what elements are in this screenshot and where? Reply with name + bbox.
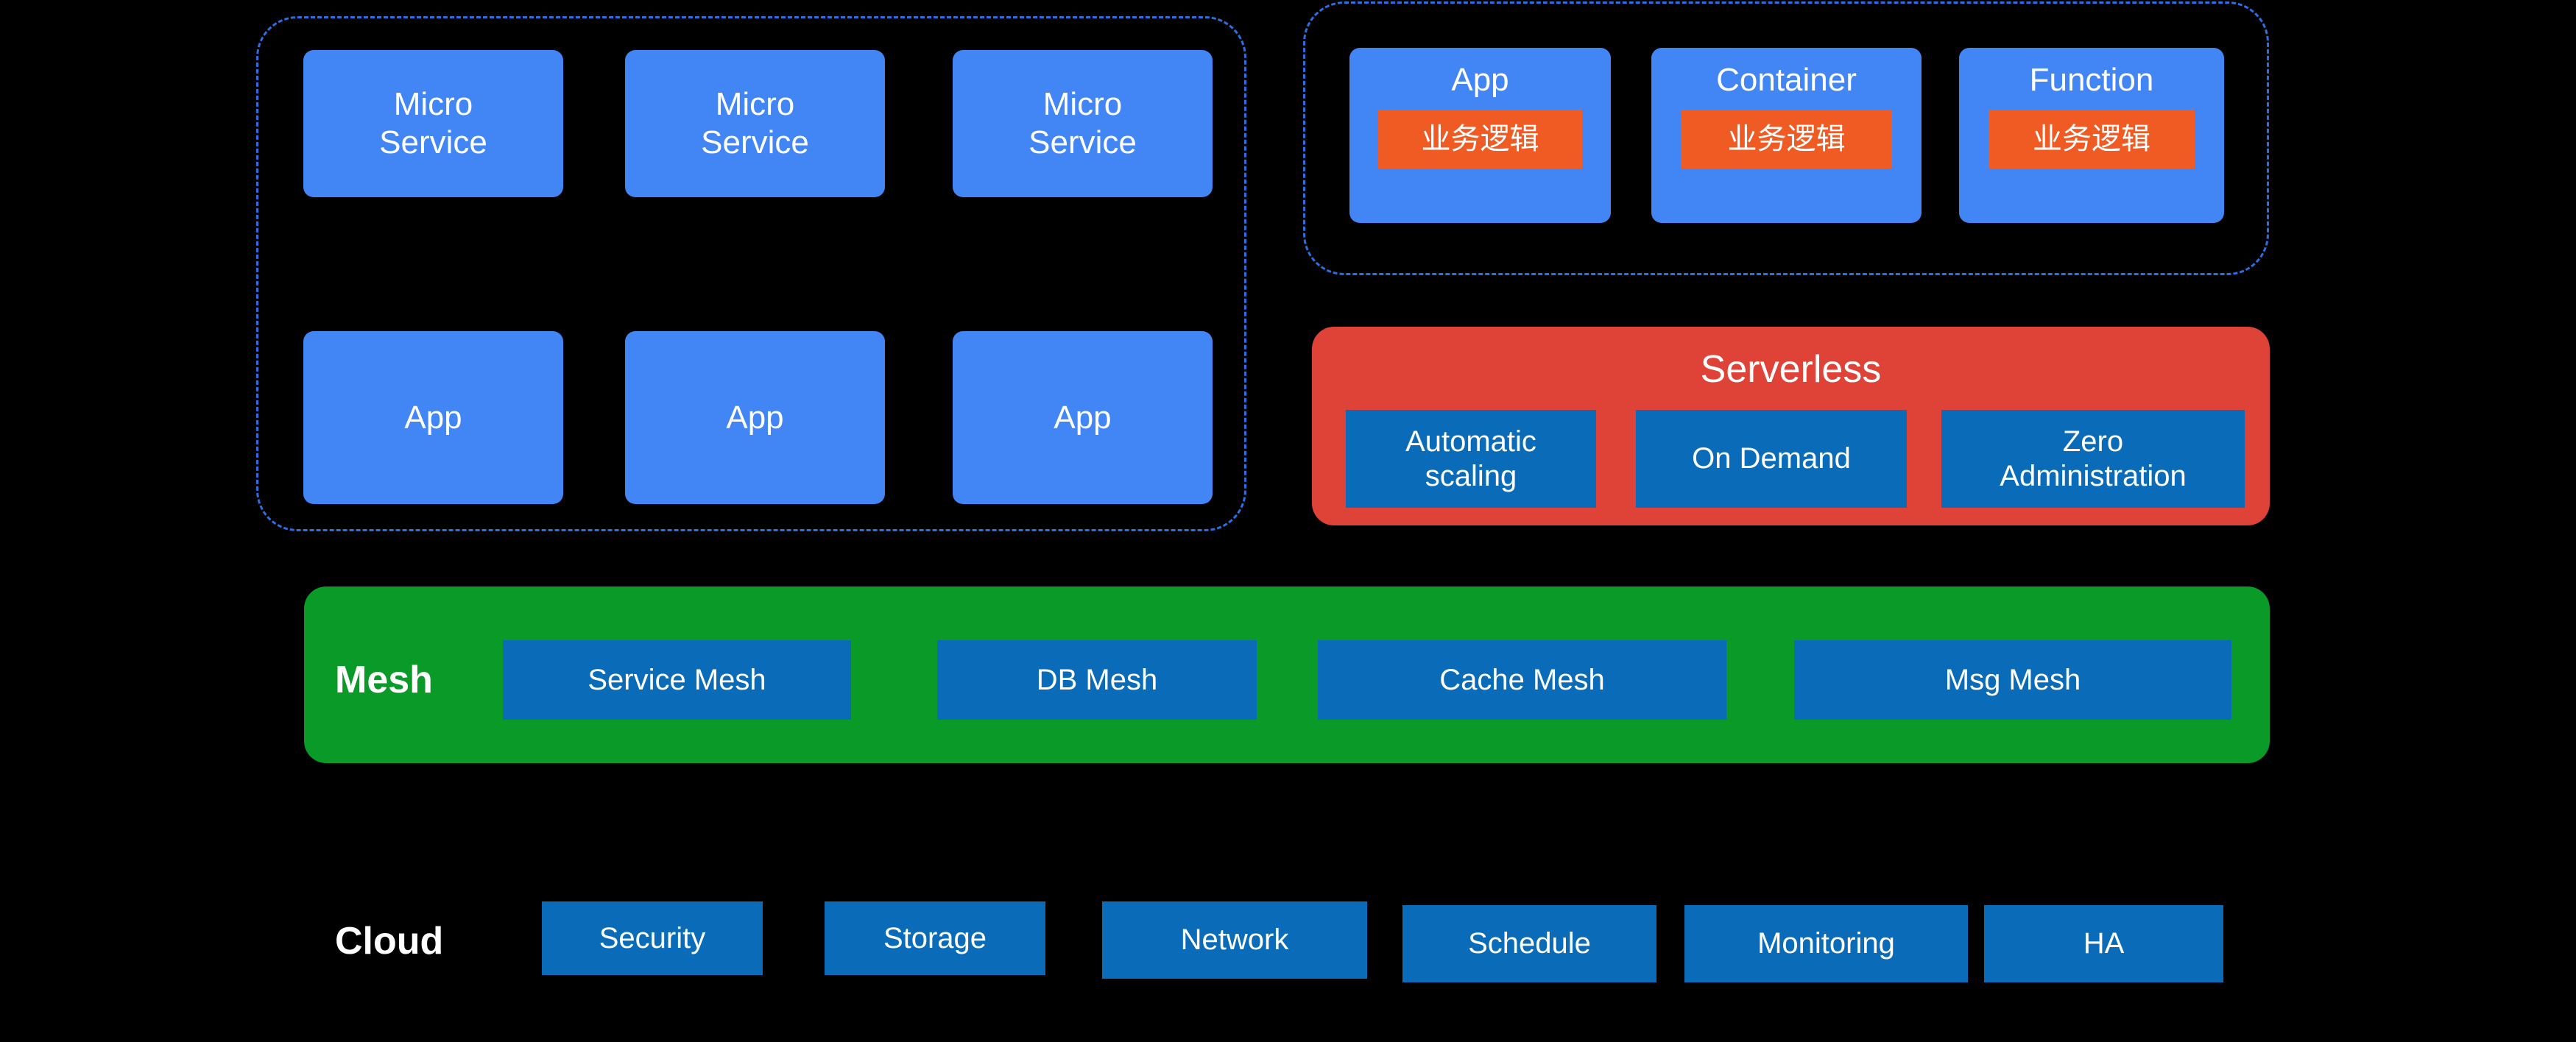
micro-service-card-1-label: Micro Service — [379, 86, 487, 160]
mesh-item-msg-mesh[interactable]: Msg Mesh — [1794, 640, 2231, 720]
cloud-item-network[interactable]: Network — [1102, 901, 1367, 979]
cloud-row-label: Cloud — [335, 920, 444, 963]
app-card-2[interactable]: App — [625, 331, 885, 504]
cloud-item-security[interactable]: Security — [542, 901, 763, 975]
runtime-card-function[interactable]: Function 业务逻辑 — [1959, 48, 2224, 223]
app-card-1-label: App — [404, 399, 462, 436]
runtime-card-function-title: Function — [2029, 62, 2154, 98]
app-card-3[interactable]: App — [953, 331, 1213, 504]
serverless-feature-zero-administration[interactable]: Zero Administration — [1941, 410, 2245, 508]
app-card-2-label: App — [726, 399, 784, 436]
microservice-app-group-outline — [256, 16, 1246, 531]
cloud-item-monitoring[interactable]: Monitoring — [1684, 905, 1968, 982]
micro-service-card-1[interactable]: Micro Service — [303, 50, 563, 197]
mesh-item-db-mesh[interactable]: DB Mesh — [937, 640, 1257, 720]
runtime-card-app-title: App — [1451, 62, 1509, 98]
serverless-feature-on-demand[interactable]: On Demand — [1636, 410, 1907, 508]
micro-service-card-3[interactable]: Micro Service — [953, 50, 1213, 197]
micro-service-card-2-label: Micro Service — [701, 86, 809, 160]
app-card-3-label: App — [1054, 399, 1112, 436]
runtime-card-function-logic-chip: 业务逻辑 — [1988, 109, 2195, 169]
runtime-card-container-logic-chip: 业务逻辑 — [1681, 109, 1892, 169]
cloud-item-storage[interactable]: Storage — [825, 901, 1045, 975]
micro-service-card-3-label: Micro Service — [1028, 86, 1137, 160]
runtime-card-app[interactable]: App 业务逻辑 — [1349, 48, 1611, 223]
runtime-card-container-title: Container — [1716, 62, 1857, 98]
app-card-1[interactable]: App — [303, 331, 563, 504]
cloud-item-schedule[interactable]: Schedule — [1402, 905, 1656, 982]
mesh-item-service-mesh[interactable]: Service Mesh — [503, 640, 851, 720]
micro-service-card-2[interactable]: Micro Service — [625, 50, 885, 197]
runtime-card-app-logic-chip: 业务逻辑 — [1378, 109, 1582, 169]
app-container-function-group-outline — [1303, 1, 2269, 275]
mesh-row-label: Mesh — [335, 659, 433, 701]
runtime-card-container[interactable]: Container 业务逻辑 — [1651, 48, 1922, 223]
cloud-item-ha[interactable]: HA — [1984, 905, 2223, 982]
serverless-panel-heading: Serverless — [1700, 348, 1882, 391]
serverless-feature-automatic-scaling[interactable]: Automatic scaling — [1346, 410, 1596, 508]
mesh-item-cache-mesh[interactable]: Cache Mesh — [1318, 640, 1726, 720]
